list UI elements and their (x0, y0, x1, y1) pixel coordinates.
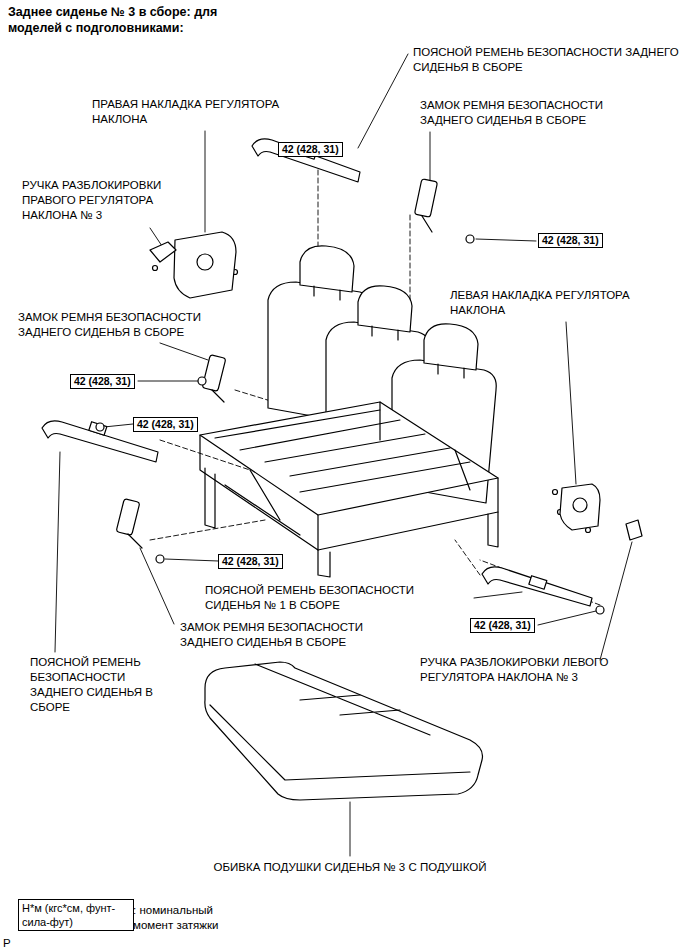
part-name: ЗАМОК РЕМНЯ БЕЗОПАСНОСТИ ЗАДНЕГО СИДЕНЬЯ… (420, 98, 635, 128)
diagram-title: Заднее сиденье № 3 в сборе: для моделей … (8, 4, 243, 36)
seat-frame (200, 402, 498, 577)
part-name: РУЧКА РАЗБЛОКИРОВКИ ПРАВОГО РЕГУЛЯТОРА Н… (22, 178, 192, 223)
part-name: ПОЯСНОЙ РЕМЕНЬ БЕЗОПАСНОСТИ ЗАДНЕГО СИДЕ… (30, 655, 180, 715)
part-name: ПОЯСНОЙ РЕМЕНЬ БЕЗОПАСНОСТИ ЗАДНЕГО СИДЕ… (413, 45, 683, 75)
torque-box: 42 (428, 31) (218, 554, 283, 569)
torque-box: 42 (428, 31) (133, 417, 198, 432)
box-text: 42 (428, 31) (282, 143, 339, 156)
part-name: ЗАМОК РЕМНЯ БЕЗОПАСНОСТИ ЗАДНЕГО СИДЕНЬЯ… (18, 310, 248, 340)
seat-belts (42, 139, 592, 606)
torque-box: 42 (428, 31) (470, 618, 535, 633)
torque-box: 42 (428, 31) (538, 233, 603, 248)
part-name: РУЧКА РАЗБЛОКИРОВКИ ЛЕВОГО РЕГУЛЯТОРА НА… (420, 655, 610, 685)
part-name: ОБИВКА ПОДУШКИ СИДЕНЬЯ № 3 С ПОДУШКОЙ (170, 860, 530, 875)
box-text: 42 (428, 31) (222, 555, 279, 568)
legend-box: Н*м (кгс*см, фунт-сила-фут) (18, 899, 134, 931)
part-name: ЛЕВАЯ НАКЛАДКА РЕГУЛЯТОРА НАКЛОНА (450, 288, 665, 318)
box-text: 42 (428, 31) (474, 619, 531, 632)
box-text: 42 (428, 31) (74, 375, 131, 388)
torque-box: 42 (428, 31) (278, 142, 343, 157)
part-name: ЗАМОК РЕМНЯ БЕЗОПАСНОСТИ ЗАДНЕГО СИДЕНЬЯ… (180, 620, 415, 650)
bolts (96, 148, 604, 614)
box-text: 42 (428, 31) (137, 418, 194, 431)
legend-text: : номинальный момент затяжки (133, 903, 248, 933)
recliner-covers (150, 232, 642, 540)
box-text: 42 (428, 31) (542, 234, 599, 247)
page-mark: P (3, 936, 23, 951)
box-text: Н*м (кгс*см, фунт-сила-фут) (22, 901, 130, 929)
part-name: ПРАВАЯ НАКЛАДКА РЕГУЛЯТОРА НАКЛОНА (92, 97, 307, 127)
torque-box: 42 (428, 31) (70, 374, 135, 389)
assembly-lines (150, 162, 600, 605)
buckles (116, 179, 437, 548)
part-name: ПОЯСНОЙ РЕМЕНЬ БЕЗОПАСНОСТИ СИДЕНЬЯ № 1 … (205, 583, 467, 613)
